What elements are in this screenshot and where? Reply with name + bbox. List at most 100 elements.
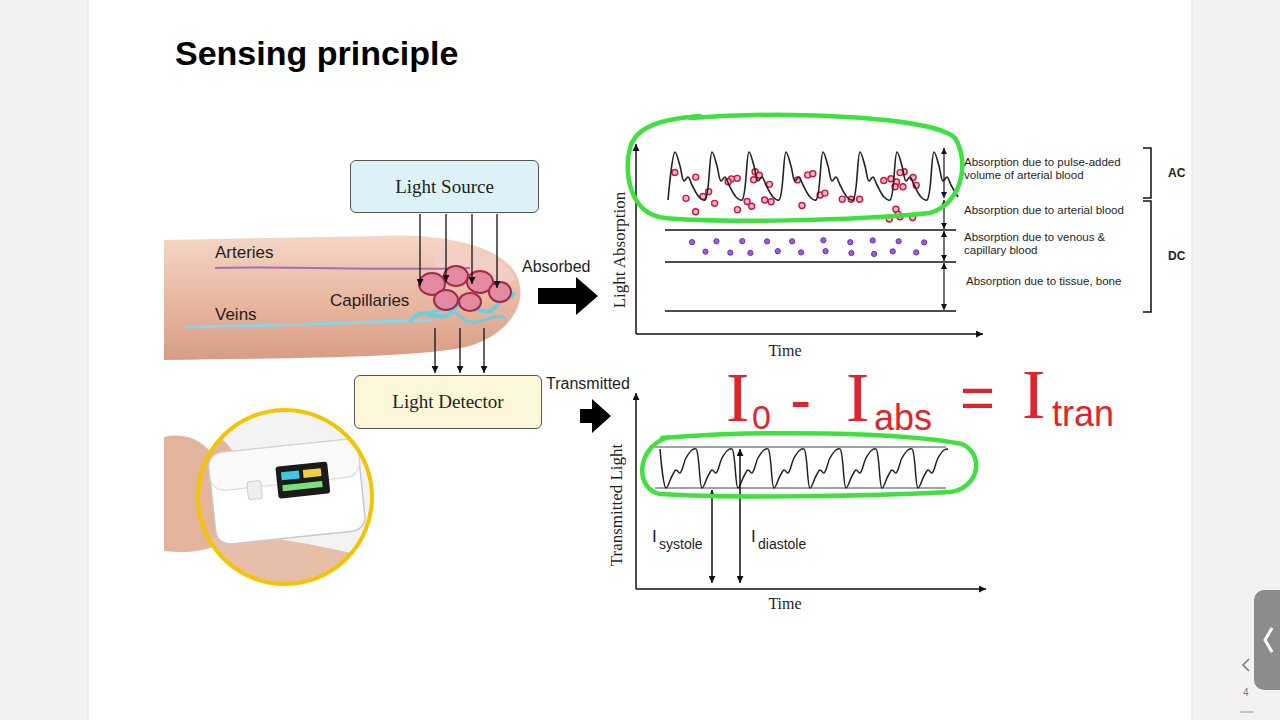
level-line [665, 310, 956, 312]
part-name: Capillaries [330, 291, 409, 311]
signal-name: I [652, 527, 657, 547]
device-body [208, 438, 367, 545]
venous-blood-cell [922, 240, 927, 245]
device-button [247, 480, 263, 499]
chevron-icon [1243, 659, 1249, 671]
axis-title: Time [768, 342, 801, 360]
signal-name: I [751, 527, 756, 547]
band-annotation: Absorption due to arterial blood [964, 204, 1124, 217]
equation-symbol: I [1022, 360, 1045, 430]
intensity-arrow [711, 490, 713, 583]
box-label: Light Source [395, 176, 494, 198]
part-name: Arteries [215, 243, 274, 263]
red-blood-cell [734, 207, 740, 213]
oximeter-photo [190, 405, 380, 600]
red-blood-cell [712, 200, 718, 206]
box-label: Light Detector [392, 391, 503, 413]
equation-operator: - [790, 368, 811, 432]
red-blood-cell [734, 175, 740, 181]
equation-symbol: I [846, 363, 869, 433]
venous-blood-cell [823, 249, 828, 254]
equation-symbol: I [726, 363, 749, 433]
equation-subscript: tran [1052, 396, 1114, 432]
highlight-circle [198, 410, 372, 584]
range-arrow [943, 263, 944, 310]
venous-blood-cell [914, 250, 919, 255]
slide-page [88, 0, 1192, 720]
component-box: Light Detector [354, 375, 542, 429]
venous-blood-cell [870, 238, 875, 243]
venous-blood-cell [775, 249, 780, 254]
range-arrow [943, 148, 944, 198]
axis-title: Time [768, 595, 801, 613]
band-annotation: Absorption due to venous & capillary blo… [964, 231, 1149, 257]
oximeter-device [208, 438, 367, 545]
venous-blood-cell [703, 249, 708, 254]
venous-blood-cell [728, 250, 733, 255]
venous-blood-cell [896, 239, 901, 244]
blood-cell [434, 290, 458, 310]
light-ray [459, 328, 460, 373]
block-arrow [580, 399, 611, 433]
screen-reading [281, 470, 300, 480]
page-edge [88, 0, 89, 720]
signal-subscript: systole [659, 536, 703, 552]
band-annotation: Absorption due to pulse-added volume of … [964, 156, 1149, 182]
red-blood-cell [822, 190, 828, 196]
x-axis [636, 333, 983, 335]
highlight-loop [642, 433, 976, 496]
equation-subscript: 0 [752, 400, 771, 434]
red-blood-cell [810, 171, 816, 177]
flow-label: Absorbed [522, 258, 591, 276]
red-blood-cell [672, 170, 678, 176]
bracket [1143, 148, 1151, 198]
intensity-arrow [739, 449, 741, 583]
venous-blood-cell [748, 250, 753, 255]
blood-cell [489, 282, 511, 302]
venous-blood-cell [890, 249, 895, 254]
light-ray [496, 214, 497, 288]
bracket-label: DC [1168, 250, 1185, 264]
venous-blood-cell [689, 240, 694, 245]
red-blood-cell [683, 195, 689, 201]
capillary-network [418, 310, 505, 322]
transmitted-wave-line [660, 449, 948, 488]
equation-subscript: abs [874, 400, 932, 436]
light-ray [471, 214, 472, 284]
red-blood-cell [857, 196, 863, 202]
level-line [655, 446, 946, 447]
venous-blood-cell [764, 239, 769, 244]
red-blood-cell [839, 196, 845, 202]
device-screen [275, 461, 330, 498]
transmitted-wave [660, 449, 948, 488]
venous-blood-cell [849, 250, 854, 255]
slide-title: Sensing principle [175, 34, 458, 73]
side-tab [1254, 590, 1280, 690]
screen-reading [282, 481, 322, 491]
highlight-loop [628, 115, 963, 221]
venous-blood-cell [740, 238, 745, 243]
component-box: Light Source [350, 160, 539, 213]
red-blood-cell [768, 199, 774, 205]
red-blood-cell [897, 170, 903, 176]
venous-blood-cell [798, 250, 803, 255]
red-blood-cell [881, 177, 887, 183]
light-ray [483, 328, 484, 373]
screen-reading [303, 468, 322, 478]
axis-title: Light Absorption [610, 192, 630, 309]
signal-subscript: diastole [758, 536, 806, 552]
equation-operator: = [960, 368, 995, 428]
light-ray [434, 328, 435, 373]
venous-blood-cell [821, 238, 826, 243]
red-blood-cell [799, 202, 805, 208]
y-axis [635, 144, 637, 334]
red-blood-cell [900, 184, 906, 190]
level-line [665, 229, 956, 231]
range-arrow [943, 231, 944, 261]
red-blood-cell [762, 197, 768, 203]
chevron-icon [1265, 628, 1272, 652]
venous-blood-cell [848, 240, 853, 245]
blood-cell [459, 293, 481, 311]
